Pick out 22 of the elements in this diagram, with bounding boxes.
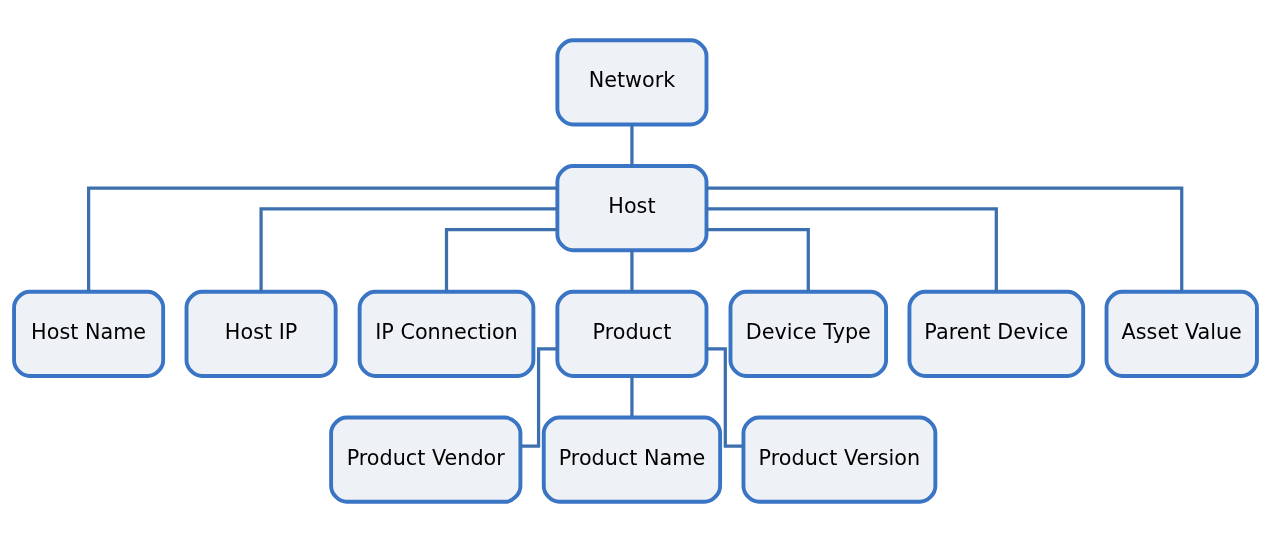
node-box: Host IP xyxy=(184,289,338,378)
connector xyxy=(630,376,634,418)
node-box: Product xyxy=(555,289,709,378)
connector xyxy=(259,207,558,292)
node-box: Device Type xyxy=(728,289,889,378)
connector xyxy=(706,347,744,448)
node-box: Asset Value xyxy=(1104,289,1259,378)
node-box: Parent Device xyxy=(907,289,1086,378)
node-box: Product Name xyxy=(541,415,723,504)
connector xyxy=(444,227,558,292)
connector xyxy=(630,250,634,292)
node-box: Product Version xyxy=(741,415,938,504)
node-box: Network xyxy=(555,38,709,127)
connector xyxy=(87,186,557,292)
node-box: Host xyxy=(555,164,709,253)
connector xyxy=(706,207,998,292)
node-box: IP Connection xyxy=(357,289,536,378)
connector xyxy=(706,227,810,292)
connector xyxy=(630,124,634,166)
node-box: Product Vendor xyxy=(329,415,523,504)
node-box: Host Name xyxy=(12,289,166,378)
connector xyxy=(706,186,1184,292)
